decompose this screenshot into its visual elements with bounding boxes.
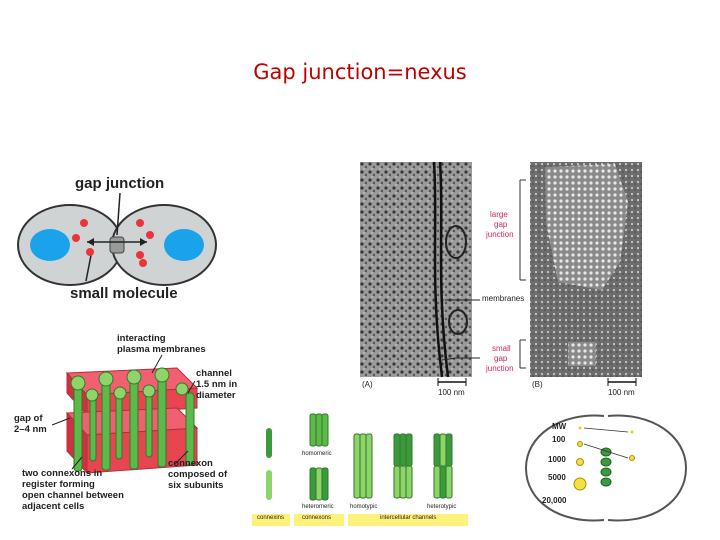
channel-diameter-label: diameter [196,390,236,401]
homomeric-label: homomeric [302,451,332,457]
membrane-block-drawing [51,354,199,475]
mw-value-4: 20,000 [542,496,567,505]
panel-a-label: (A) [362,380,373,389]
mw-value-1: 100 [552,435,566,444]
channel-label: channel [196,368,232,379]
connexin-types-drawing [252,413,468,526]
channel-size-label: 1.5 nm in [196,379,238,390]
two-connexons-label-3: open channel between [22,490,124,501]
mw-header: MW [552,422,567,431]
connexon-label-1: connexon [168,458,213,469]
small-gap-junction-label-2: gap [494,354,508,363]
gap-junction-cells-figure: gap junction small molecule [12,175,222,305]
scale-bar-a-label: 100 nm [438,388,465,397]
plasma-membranes-label: plasma membranes [117,344,206,355]
gap-of-label: gap of [14,413,43,424]
heterotypic-label: heterotypic [427,504,457,510]
connexins-caption: connexins [257,515,285,521]
molecular-weight-drawing [524,414,688,522]
interacting-label: interacting [117,333,166,344]
cells-drawing [17,192,217,286]
two-connexons-label-2: register forming [22,479,95,490]
small-molecule-label: small molecule [70,285,178,302]
panel-b-label: (B) [532,380,543,389]
molecular-weight-figure: MW 100 1000 5000 20,000 [520,408,692,526]
connexon-label-2: composed of [168,469,228,480]
scale-bar-b-label: 100 nm [608,388,635,397]
connexons-caption: connexons [302,515,332,521]
mw-value-2: 1000 [548,455,566,464]
homotypic-label: homotypic [350,504,378,510]
mw-value-3: 5000 [548,473,566,482]
micrograph-drawing [360,162,642,386]
heteromeric-label: heteromeric [302,504,334,510]
small-gap-junction-label-3: junction [486,364,514,373]
membranes-label: membranes [482,294,525,303]
micrograph-figure: large gap junction membranes small gap j… [360,162,642,402]
slide-title: Gap junction=nexus [253,60,467,84]
gap-junction-label: gap junction [75,175,165,192]
two-connexons-label-1: two connexons in [22,468,103,479]
gap-size-label: 2–4 nm [14,424,47,435]
large-gap-junction-label-2: gap [494,220,508,229]
small-gap-junction-label-1: small [492,344,511,353]
large-gap-junction-label-3: junction [486,230,514,239]
intercellular-channels-caption: intercellular channels [380,515,437,521]
connexon-label-3: six subunits [168,480,224,491]
membrane-channel-figure: interacting plasma membranes channel 1.5… [12,333,252,523]
connexin-types-figure: homomeric heteromeric homotypic heteroty… [252,410,474,528]
two-connexons-label-4: adjacent cells [22,501,85,512]
large-gap-junction-label-1: large [490,210,508,219]
